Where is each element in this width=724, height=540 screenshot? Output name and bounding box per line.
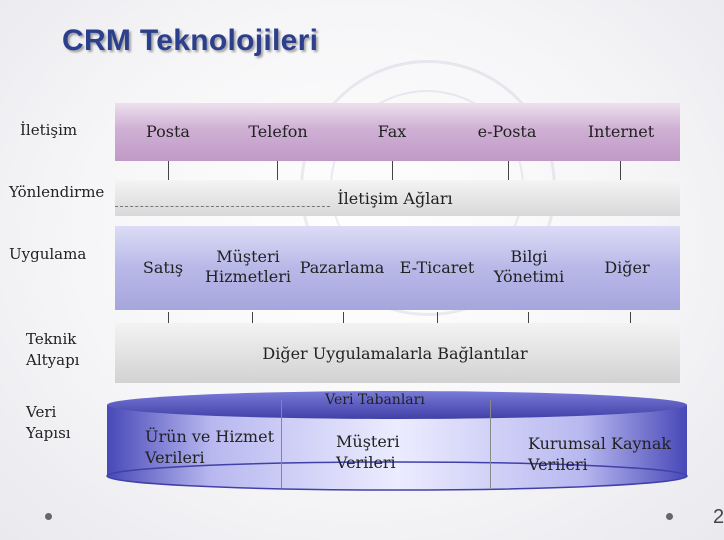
db-urun-hizmet: Ürün ve Hizmet Verileri bbox=[145, 426, 274, 468]
db-musteri-line1: Müşteri bbox=[336, 432, 400, 451]
connector-tick bbox=[508, 161, 509, 180]
app-pazarlama: Pazarlama bbox=[299, 258, 385, 277]
row-label-uygulama: Uygulama bbox=[9, 245, 87, 263]
routing-band bbox=[115, 180, 680, 216]
channel-internet: Internet bbox=[587, 122, 655, 141]
channel-eposta: e-Posta bbox=[477, 122, 537, 141]
app-satis: Satış bbox=[142, 258, 184, 277]
page-number: 2 bbox=[713, 506, 724, 528]
decorative-dot bbox=[45, 513, 52, 520]
databases-title: Veri Tabanları bbox=[325, 392, 425, 408]
channel-fax: Fax bbox=[377, 122, 407, 141]
db-musteri-line2: Verileri bbox=[336, 453, 396, 472]
database-divider bbox=[490, 400, 491, 488]
row-label-yonlendirme: Yönlendirme bbox=[9, 183, 105, 201]
connector-tick bbox=[343, 312, 344, 329]
db-kurumsal-kaynak: Kurumsal Kaynak Verileri bbox=[528, 433, 671, 475]
app-musteri-line2: Hizmetleri bbox=[205, 267, 291, 286]
routing-dashed-line bbox=[115, 206, 330, 207]
app-bilgi-line1: Bilgi bbox=[510, 247, 548, 266]
connector-tick bbox=[168, 312, 169, 329]
row-label-veri-yapisi: Veri Yapısı bbox=[26, 402, 71, 444]
row-label-veri-line1: Veri bbox=[26, 403, 57, 421]
infrastructure-band bbox=[115, 323, 680, 383]
app-musteri-line1: Müşteri bbox=[216, 247, 280, 266]
connector-tick bbox=[392, 161, 393, 180]
row-label-teknik-line2: Altyapı bbox=[26, 351, 80, 369]
connector-tick bbox=[277, 161, 278, 180]
connector-tick bbox=[528, 312, 529, 329]
cylinder-top bbox=[107, 391, 687, 419]
application-band bbox=[115, 226, 680, 310]
app-bilgi-line2: Yönetimi bbox=[493, 267, 565, 286]
row-label-teknik-altyapi: Teknik Altyapı bbox=[26, 329, 79, 371]
db-kurumsal-line1: Kurumsal Kaynak bbox=[528, 434, 672, 453]
page-title: CRM Teknolojileri bbox=[62, 24, 319, 57]
connector-tick bbox=[168, 161, 169, 180]
app-musteri-hizmetleri: Müşteri Hizmetleri bbox=[200, 247, 296, 287]
infrastructure-label: Diğer Uygulamalarla Bağlantılar bbox=[262, 344, 528, 363]
db-musteri: Müşteri Verileri bbox=[336, 431, 400, 473]
app-eticaret: E-Ticaret bbox=[399, 258, 475, 277]
db-urun-line2: Verileri bbox=[145, 448, 205, 467]
row-label-veri-line2: Yapısı bbox=[26, 424, 71, 442]
channel-band bbox=[115, 103, 680, 161]
connector-tick bbox=[630, 312, 631, 329]
row-label-iletisim: İletişim bbox=[20, 121, 78, 139]
routing-label: İletişim Ağları bbox=[337, 189, 453, 208]
cylinder-bottom-edge bbox=[106, 461, 688, 491]
channel-posta: Posta bbox=[146, 122, 190, 141]
db-urun-line1: Ürün ve Hizmet bbox=[145, 427, 274, 446]
cylinder-body bbox=[107, 405, 687, 490]
connector-tick bbox=[437, 312, 438, 329]
decorative-dot bbox=[666, 513, 673, 520]
database-divider bbox=[281, 400, 282, 488]
row-label-teknik-line1: Teknik bbox=[26, 330, 77, 348]
connector-tick bbox=[252, 312, 253, 329]
channel-telefon: Telefon bbox=[248, 122, 308, 141]
app-bilgi-yonetimi: Bilgi Yönetimi bbox=[488, 247, 570, 287]
db-kurumsal-line2: Verileri bbox=[528, 455, 588, 474]
app-diger: Diğer bbox=[604, 258, 650, 277]
connector-tick bbox=[620, 161, 621, 180]
